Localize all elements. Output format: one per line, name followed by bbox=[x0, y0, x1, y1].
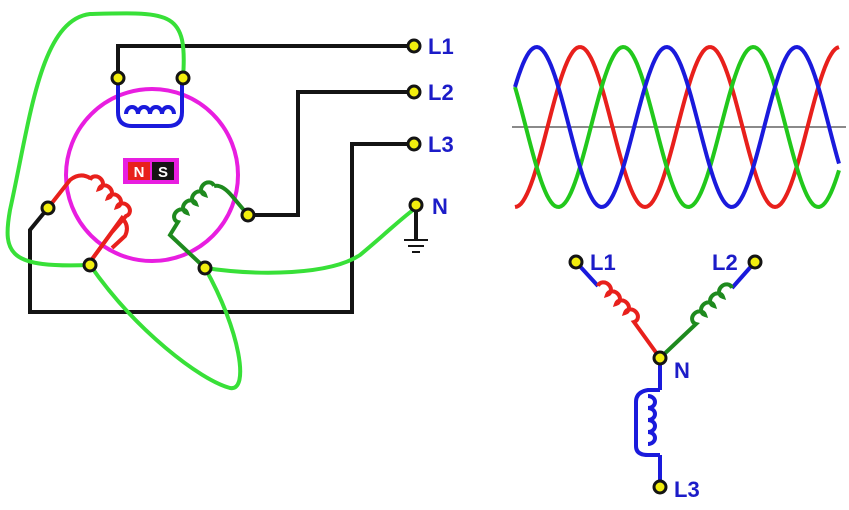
wire-l3 bbox=[28, 142, 414, 314]
terminal-coil3-a bbox=[40, 200, 56, 216]
coil-l2 bbox=[167, 180, 250, 270]
star-terminal-n bbox=[652, 350, 668, 366]
terminal-coil1-b bbox=[175, 70, 191, 86]
terminal-coil3-b bbox=[82, 257, 98, 273]
star-coil-l2 bbox=[658, 282, 734, 360]
magnet-south-label: S bbox=[158, 164, 168, 181]
wave-phase1 bbox=[514, 45, 840, 210]
terminal-n bbox=[408, 197, 424, 213]
terminal-coil2-a bbox=[240, 207, 256, 223]
star-label-n: N bbox=[674, 358, 690, 383]
ground-symbol bbox=[404, 239, 428, 253]
magnet-north-label: N bbox=[134, 164, 145, 181]
neutral-wire-to-n bbox=[88, 206, 418, 391]
star-coil-l3 bbox=[634, 388, 660, 457]
star-label-l1: L1 bbox=[590, 250, 616, 275]
wire-l1 bbox=[116, 44, 414, 78]
star-coil-l1 bbox=[596, 280, 662, 360]
magnet-south bbox=[152, 162, 174, 180]
star-terminal-l1 bbox=[568, 254, 584, 270]
label-l3: L3 bbox=[428, 132, 454, 157]
coil-l1 bbox=[116, 78, 184, 128]
star-label-l2: L2 bbox=[712, 250, 738, 275]
black-wires bbox=[28, 44, 418, 314]
wire-l2 bbox=[248, 90, 414, 217]
neutral-wires bbox=[5, 11, 418, 391]
terminal-l2 bbox=[406, 84, 422, 100]
wave-phase2 bbox=[513, 44, 841, 210]
waveform-panel bbox=[512, 44, 846, 210]
label-l2: L2 bbox=[428, 80, 454, 105]
magnet-north bbox=[128, 162, 150, 180]
terminal-coil1-a bbox=[110, 70, 126, 86]
rotor-ring bbox=[64, 87, 240, 263]
coil-l3 bbox=[46, 173, 132, 264]
label-n: N bbox=[432, 194, 448, 219]
terminal-l3 bbox=[406, 136, 422, 152]
star-label-l3: L3 bbox=[674, 477, 700, 502]
wave-phase3 bbox=[513, 44, 841, 210]
star-terminal-l3 bbox=[652, 479, 668, 495]
star-terminal-l2 bbox=[747, 254, 763, 270]
neutral-wire-loop bbox=[5, 11, 186, 268]
star-diagram: L1 L2 N L3 bbox=[568, 250, 763, 502]
terminal-l1 bbox=[406, 38, 422, 54]
terminals bbox=[40, 38, 424, 276]
rotor-magnet: N S bbox=[123, 158, 179, 184]
terminal-coil2-b bbox=[197, 260, 213, 276]
label-l1: L1 bbox=[428, 34, 454, 59]
